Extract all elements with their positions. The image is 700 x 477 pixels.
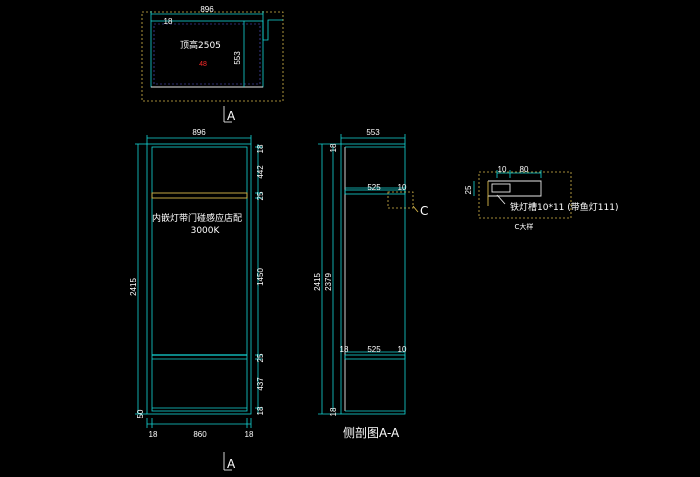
section-mark-bottom-letter: A [227,457,236,471]
front-right-dim-3: 25 [256,191,265,200]
front-inner-frame [151,146,248,412]
detail-dim-a: 10 [498,165,507,174]
plan-ceiling-label: 顶高2505 [180,39,221,51]
section-mark-bottom: A [223,452,236,471]
side-bottom-shelf [344,354,406,360]
section-mark-top: A [223,106,236,123]
side-shelf-bottom-left: 18 [340,345,349,354]
plan-inner-outline [153,23,261,85]
front-bottom-left-dim: 18 [149,430,158,439]
front-width-dim: 896 [192,128,206,137]
detail-border [478,171,572,219]
detail-shelf [488,180,542,197]
front-bottom-small-dim: 50 [136,409,145,418]
plan-width-dim: 896 [200,5,214,14]
front-right-dim-7: 18 [256,406,265,415]
side-frame [340,143,406,415]
side-left-dim-bottom: 18 [329,407,338,416]
side-shelf-top-dim: 525 [367,183,381,192]
side-left-dim-top: 18 [329,143,338,152]
plan-depth-dim: 553 [233,51,242,65]
front-right-dim-5: 25 [256,353,265,362]
detail-title: C大样 [515,222,534,231]
front-right-dim-4: 1450 [256,268,265,286]
detail-groove [491,183,511,193]
detail-note: 铁灯槽10*11 (带鱼灯111) [510,201,618,213]
front-right-dim-2: 442 [256,165,265,179]
side-inner-height-dim: 2379 [324,273,333,291]
detail-c: 10 80 25 铁灯槽10*11 (带鱼灯111) C大样 [464,165,618,231]
front-right-dim-6: 437 [256,377,265,391]
plan-outer-dashed [141,11,284,102]
front-bottom-width-dim: 860 [193,430,207,439]
side-height-dim: 2415 [313,273,322,291]
detail-dim-c: 25 [464,185,473,194]
front-elevation: 896 2415 18 442 25 1450 25 437 18 50 18 … [129,128,265,439]
front-height-dim: 2415 [129,278,138,296]
side-shelf-bottom-dim: 525 [367,345,381,354]
front-top-shelf [151,192,248,199]
side-depth-dim: 553 [366,128,380,137]
front-frame [146,143,252,415]
side-shelf-top-right: 10 [398,183,407,192]
side-section: 553 18 2415 2379 18 525 10 18 525 10 C 侧… [313,128,428,440]
side-shelf-bottom-right: 10 [398,345,407,354]
section-mark-top-letter: A [227,109,236,123]
side-title: 侧剖图A-A [343,426,400,440]
plan-cabinet-outline [150,20,264,88]
detail-dim-b: 80 [520,165,529,174]
side-callout-box [387,191,414,209]
front-light-temp: 3000K [191,226,221,236]
plan-left-dim: 18 [164,17,173,26]
side-callout-letter: C [420,204,428,218]
plan-red-mark: 48 [199,61,207,68]
front-light-label: 内嵌灯带门碰感应店配 [152,212,242,224]
plan-view: 896 18 553 顶高2505 48 [141,5,284,102]
front-right-dim-1: 18 [256,144,265,153]
plan-wall [262,19,283,41]
front-bottom-right-dim: 18 [245,430,254,439]
